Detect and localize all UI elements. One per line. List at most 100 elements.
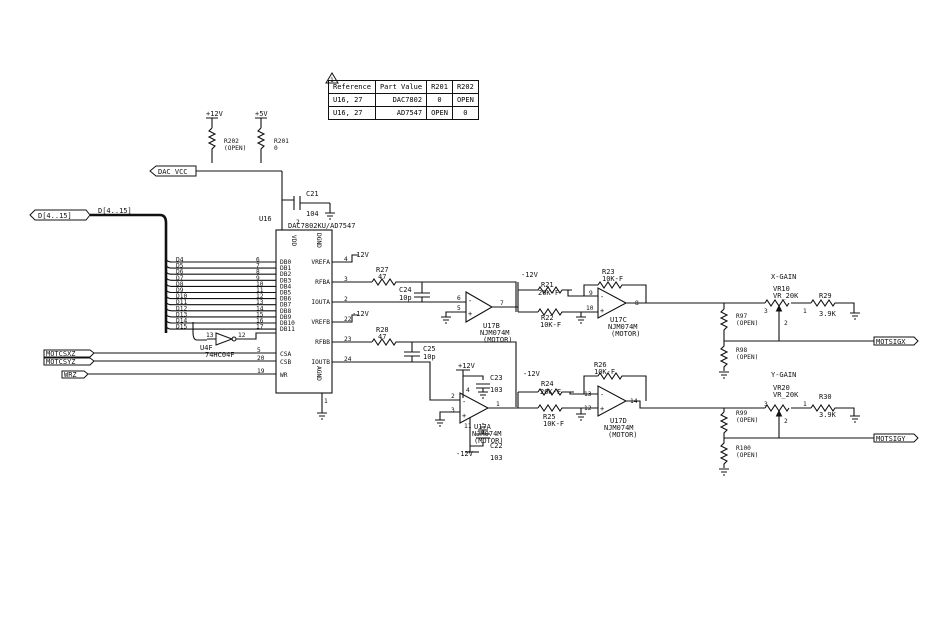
dac-vcc-port: DAC_VCC <box>149 165 197 177</box>
u17a-minus-sign: - <box>462 398 466 406</box>
r27-symbol <box>371 278 517 312</box>
c22-value: 103 <box>490 454 503 462</box>
u17a-pin-plus: 3 <box>451 407 455 414</box>
c24-ref: C24 <box>399 286 412 294</box>
u17d-plus-sign: + <box>600 405 604 413</box>
vr10-pin3: 3 <box>764 308 768 315</box>
u17d-minus-sign: - <box>600 391 604 399</box>
r98-ref: R98 <box>736 347 747 354</box>
u17a-p12: +12V <box>458 362 476 370</box>
c24-value: 10p <box>399 294 412 302</box>
u17a-pin-vn: 11 <box>464 423 472 430</box>
dac-pin-number: 15 <box>256 311 264 318</box>
vr20-ref: VR20 <box>773 384 790 392</box>
c21-pin-2: 2 <box>296 219 300 226</box>
r21-ref: R21 <box>541 281 554 289</box>
dac-db-pin: DB4 <box>280 283 291 290</box>
dac-db-pin: DB6 <box>280 296 291 303</box>
r23-symbol <box>597 281 647 303</box>
bus-label: D[4..15] <box>98 207 132 215</box>
data-line-wire <box>165 282 276 287</box>
r30-symbol <box>810 404 855 416</box>
c25-ref: C25 <box>423 345 436 353</box>
c21-ref: C21 <box>306 190 319 198</box>
r100-value: (OPEN) <box>736 452 758 459</box>
r202-value: (OPEN) <box>224 145 246 152</box>
c23-value: 103 <box>490 386 503 394</box>
inv-out-pin: 12 <box>238 332 246 339</box>
r24-symbol <box>537 388 574 396</box>
table-header-cell: R202 <box>451 80 479 94</box>
r22-value: 10K-F <box>540 321 561 329</box>
inverter-u4f <box>215 332 234 346</box>
svg-text:DAC_VCC: DAC_VCC <box>158 168 188 176</box>
r23-ref: R23 <box>602 268 615 276</box>
data-line-wire <box>165 276 276 281</box>
vr10-symbol <box>764 299 790 307</box>
svg-text:MOTSIGY: MOTSIGY <box>876 435 906 443</box>
svg-text:MOTCSYZ: MOTCSYZ <box>46 358 76 366</box>
table-cell: U16, 27 <box>328 106 376 120</box>
opamp-u17b <box>465 291 494 323</box>
u17a-m12: -12V <box>456 450 474 458</box>
inv-in-pin: 13 <box>206 332 214 339</box>
r97-ref: R97 <box>736 313 747 320</box>
r24-value: 20K-F <box>540 388 561 396</box>
u17a-plus-sign: + <box>462 412 466 420</box>
dac-db-pin: DB11 <box>280 326 295 333</box>
data-line-wire <box>165 288 276 294</box>
r100-ref: R100 <box>736 445 751 452</box>
dac-left-pins: 67891011121314151617DB0DB1DB2DB3DB4DB5DB… <box>256 257 295 334</box>
dac-right-pin-label: VREFA <box>311 259 330 266</box>
r23-value: 10K-F <box>602 275 623 283</box>
data-line-label: D15 <box>176 324 187 331</box>
data-line-label: D14 <box>176 318 187 325</box>
vr10-pin2: 2 <box>784 320 788 327</box>
dac-u16-part: DAC7802KU/AD7547 <box>288 222 355 230</box>
u17c-part: NJM074M <box>608 323 638 331</box>
data-line-wire <box>165 318 276 324</box>
motsigx-port: MOTSIGX <box>873 336 919 346</box>
c21-value: 104 <box>306 210 319 218</box>
dac-right-pin-number: 3 <box>344 276 348 283</box>
dac-agnd-pin: AGND <box>315 366 322 381</box>
dac-pin-number: 14 <box>256 305 264 312</box>
dac-agnd-num: 1 <box>324 398 328 405</box>
motcsxz-port: MOTCSXZ <box>43 349 95 358</box>
r99-symbol <box>719 411 729 438</box>
dac-pin-number: 12 <box>256 293 264 300</box>
r201-value: 0 <box>274 145 278 152</box>
u17d-ref: U17D <box>610 417 627 425</box>
table-row: U16, 27 AD7547 OPEN 0 <box>328 106 479 120</box>
dac-pin-number: 11 <box>256 287 264 294</box>
dac-db-pin: DB2 <box>280 271 291 278</box>
u17c-plus-sign: + <box>600 307 604 315</box>
table-header-cell: Reference <box>328 80 376 94</box>
r25-symbol <box>537 404 598 412</box>
svg-text:WRZ: WRZ <box>64 371 77 379</box>
svg-text:MOTSIGX: MOTSIGX <box>876 338 906 346</box>
data-line-label: D6 <box>176 269 184 276</box>
r24-ref: R24 <box>541 380 554 388</box>
bus-input-port: D[4..15] <box>29 209 91 221</box>
table-header-row: Reference Part Value R201 R202 <box>328 80 479 94</box>
svg-text:D[4..15]: D[4..15] <box>38 212 72 220</box>
vr20-symbol <box>764 404 790 412</box>
u17b-pin-out: 7 <box>500 300 504 307</box>
r201-ref: R201 <box>274 138 289 145</box>
data-line-label: D11 <box>176 299 187 306</box>
r29-value: 3.9K <box>819 310 837 318</box>
dac-right-pin-number: 23 <box>344 336 352 343</box>
u17a-pin-minus: 2 <box>451 393 455 400</box>
dac-right-pin-label: RFBA <box>315 279 330 286</box>
dac-pin-number: 8 <box>256 269 260 276</box>
dac-u16-body <box>275 229 333 394</box>
data-line-label: D5 <box>176 263 184 270</box>
table-header-cell: Part Value <box>374 80 428 94</box>
dac-pin-number: 13 <box>256 299 264 306</box>
u17a-note: (MOTOR) <box>474 437 504 445</box>
data-line-wire <box>165 294 276 300</box>
dac-right-pin-label: IOUTB <box>311 359 330 366</box>
dac-pin-number: 6 <box>256 257 260 264</box>
